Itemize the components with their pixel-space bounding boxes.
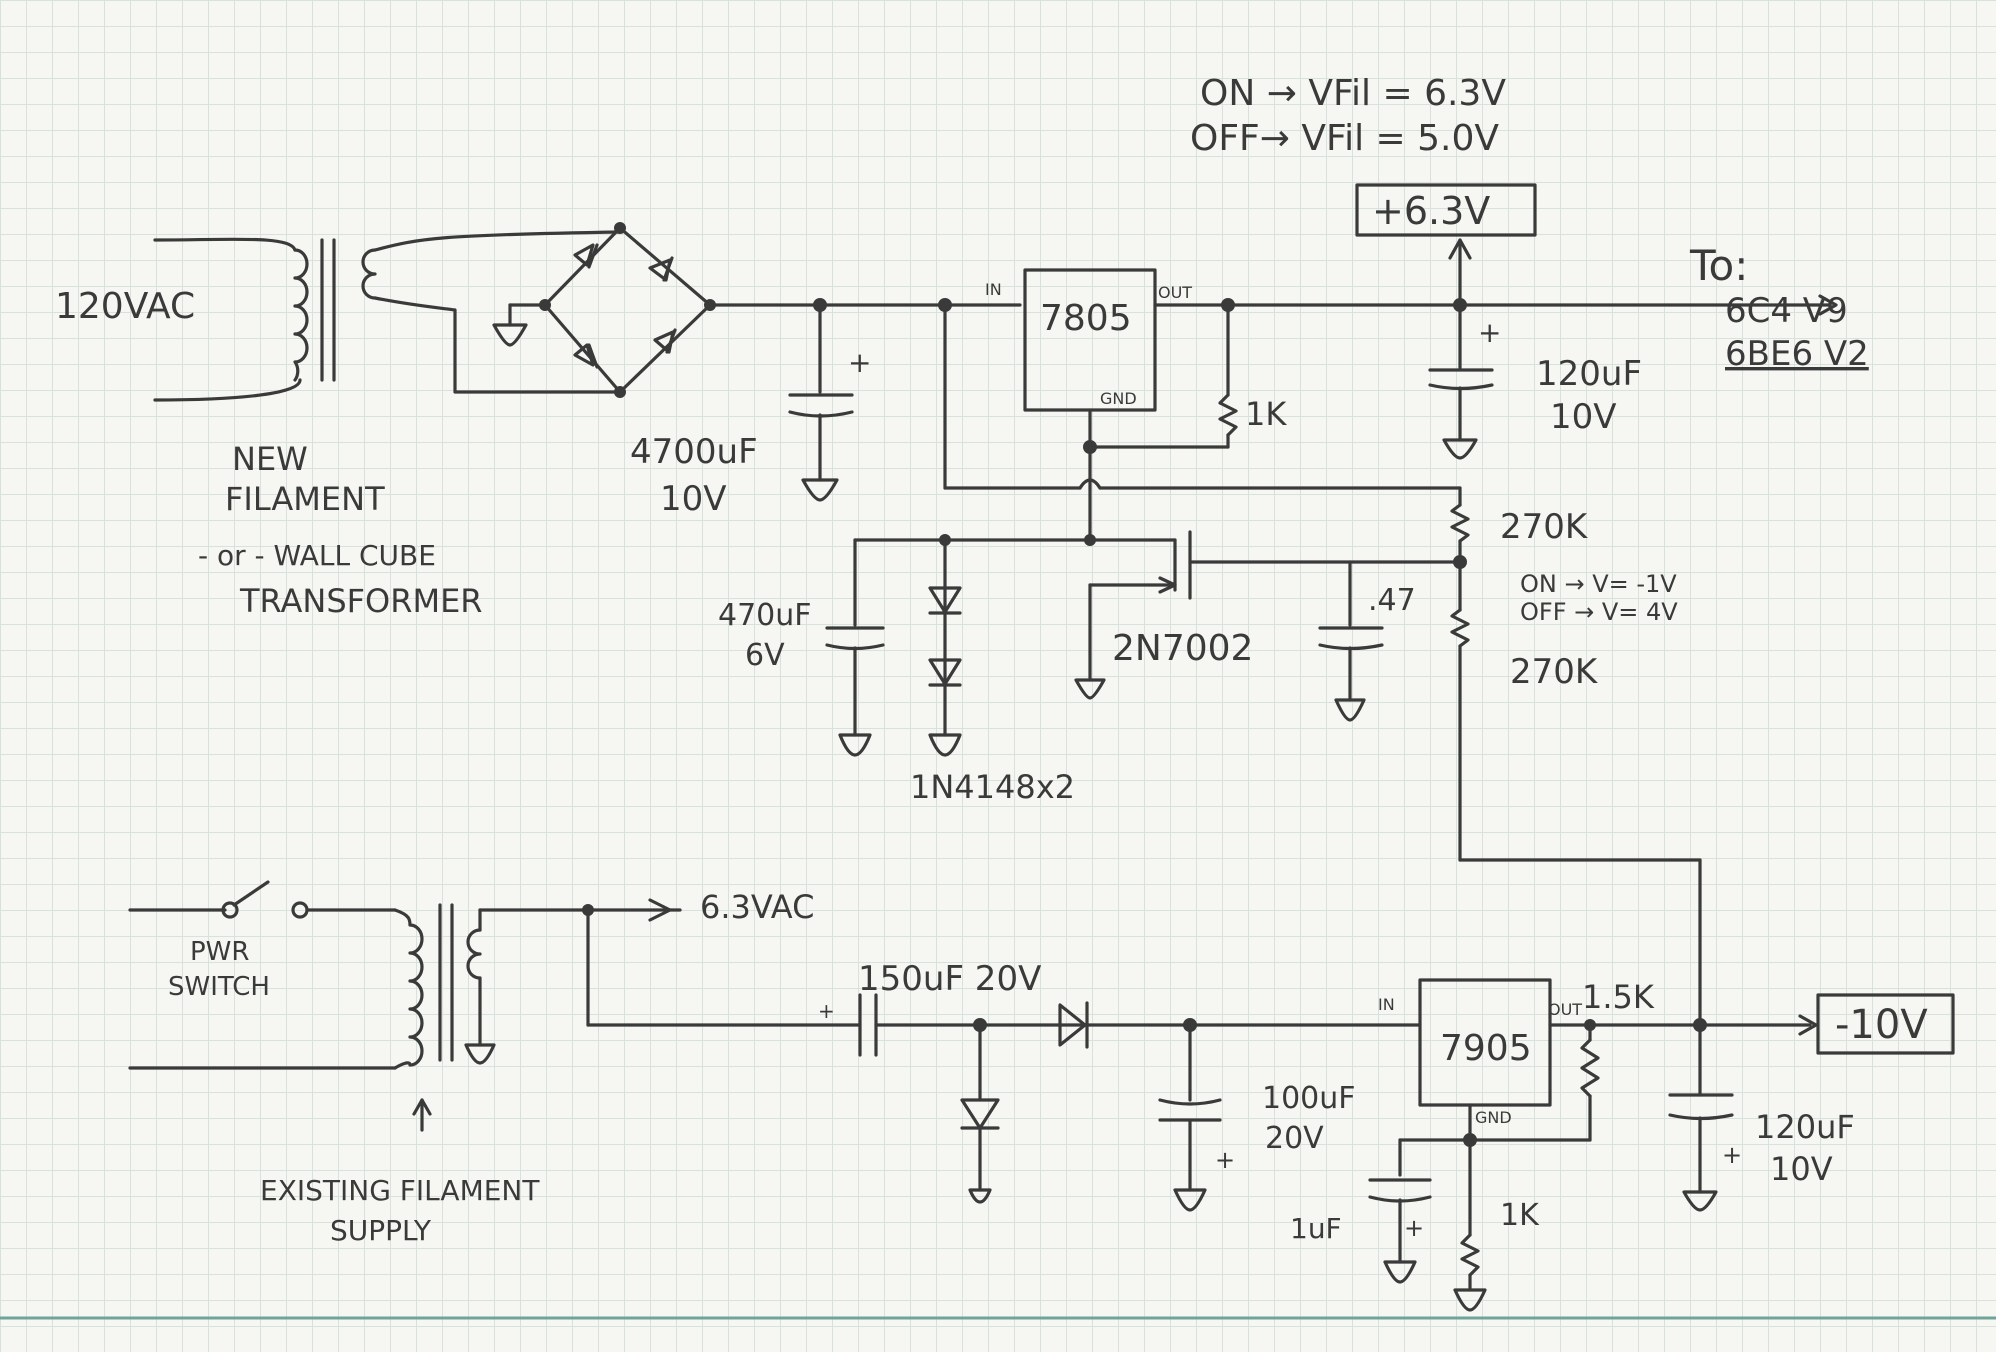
bridge-rectifier [492, 222, 716, 398]
regulator-7905 [1368, 978, 1955, 1312]
c100-plus: + [1215, 1146, 1235, 1174]
c120-bot-plus: + [1722, 1141, 1742, 1169]
reg-7805-label: 7805 [1040, 298, 1132, 339]
r270k-top-label: 270K [1500, 507, 1589, 547]
r270k-bot-label: 270K [1510, 652, 1599, 692]
input-120vac-label: 120VAC [55, 286, 195, 327]
negative-charge-pump [586, 908, 1422, 1212]
svg-text:+: + [848, 346, 871, 379]
reg-7805-out: OUT [1158, 283, 1192, 302]
new-filament-label-1: NEW [232, 440, 308, 478]
c1u-label: 1uF [1290, 1212, 1342, 1245]
to-label: To: [1689, 241, 1748, 290]
positive-output-arrow [1355, 183, 1537, 307]
diodes-label: 1N4148x2 [910, 768, 1075, 806]
positive-output-label: +6.3V [1372, 189, 1490, 233]
negative-output-label: -10V [1835, 1002, 1928, 1048]
reg-7905-out: OUT [1548, 1000, 1582, 1019]
reg-7905-gnd: GND [1475, 1108, 1512, 1127]
r1k-bot-label: 1K [1500, 1198, 1540, 1233]
c4700-label-1: 4700uF [630, 432, 758, 472]
tube-2-label: 6BE6 V2 [1725, 334, 1869, 374]
pwr-switch-label-1: PWR [190, 937, 249, 967]
reg-7905-in: IN [1378, 995, 1395, 1014]
existing-supply-label-2: SUPPLY [330, 1214, 432, 1247]
vnote-on: ON → V= -1V [1520, 570, 1677, 598]
c120-bot-label-2: 10V [1770, 1150, 1833, 1188]
vac-63-label: 6.3VAC [700, 888, 814, 926]
reg-7805-gnd: GND [1100, 389, 1137, 408]
c047-label: .47 [1368, 583, 1416, 618]
new-filament-label-4: TRANSFORMER [239, 582, 483, 620]
c150-label: 150uF 20V [858, 959, 1041, 999]
control-network [825, 303, 1702, 1032]
c100-label-2: 20V [1265, 1121, 1324, 1156]
c120-top-label-2: 10V [1550, 397, 1617, 437]
output-capacitor-top: + [1428, 303, 1501, 460]
regulator-7805 [1023, 268, 1838, 482]
capacitor-4700uf: + [788, 303, 871, 502]
tube-1-label: 6C4 V9 [1725, 291, 1848, 331]
fet-label: 2N7002 [1112, 628, 1253, 669]
r1k-top-label: 1K [1245, 395, 1287, 433]
c150-plus: + [818, 999, 835, 1023]
mode-note-on: ON → VFil = 6.3V [1200, 73, 1506, 114]
svg-text:+: + [1478, 316, 1501, 349]
reg-7905-label: 7905 [1440, 1028, 1532, 1069]
r15k-label: 1.5K [1582, 978, 1655, 1016]
c100-label-1: 100uF [1262, 1081, 1356, 1116]
reg-7805-in: IN [985, 280, 1002, 299]
c120-bot-label-1: 120uF [1755, 1108, 1855, 1146]
power-switch [128, 880, 397, 1070]
existing-filament-transformer [393, 898, 682, 1132]
mode-note-off: OFF→ VFil = 5.0V [1190, 118, 1499, 159]
new-filament-label-2: FILAMENT [225, 480, 385, 518]
existing-supply-label-1: EXISTING FILAMENT [260, 1174, 540, 1207]
c120-top-label-1: 120uF [1536, 354, 1642, 394]
new-filament-transformer [153, 230, 622, 402]
c470-label-2: 6V [745, 638, 785, 673]
c4700-label-2: 10V [660, 479, 727, 519]
new-filament-label-3: - or - WALL CUBE [198, 539, 436, 572]
c1u-plus: + [1404, 1214, 1424, 1242]
c470-label-1: 470uF [718, 598, 812, 633]
vnote-off: OFF → V= 4V [1520, 598, 1678, 626]
pwr-switch-label-2: SWITCH [168, 972, 270, 1002]
